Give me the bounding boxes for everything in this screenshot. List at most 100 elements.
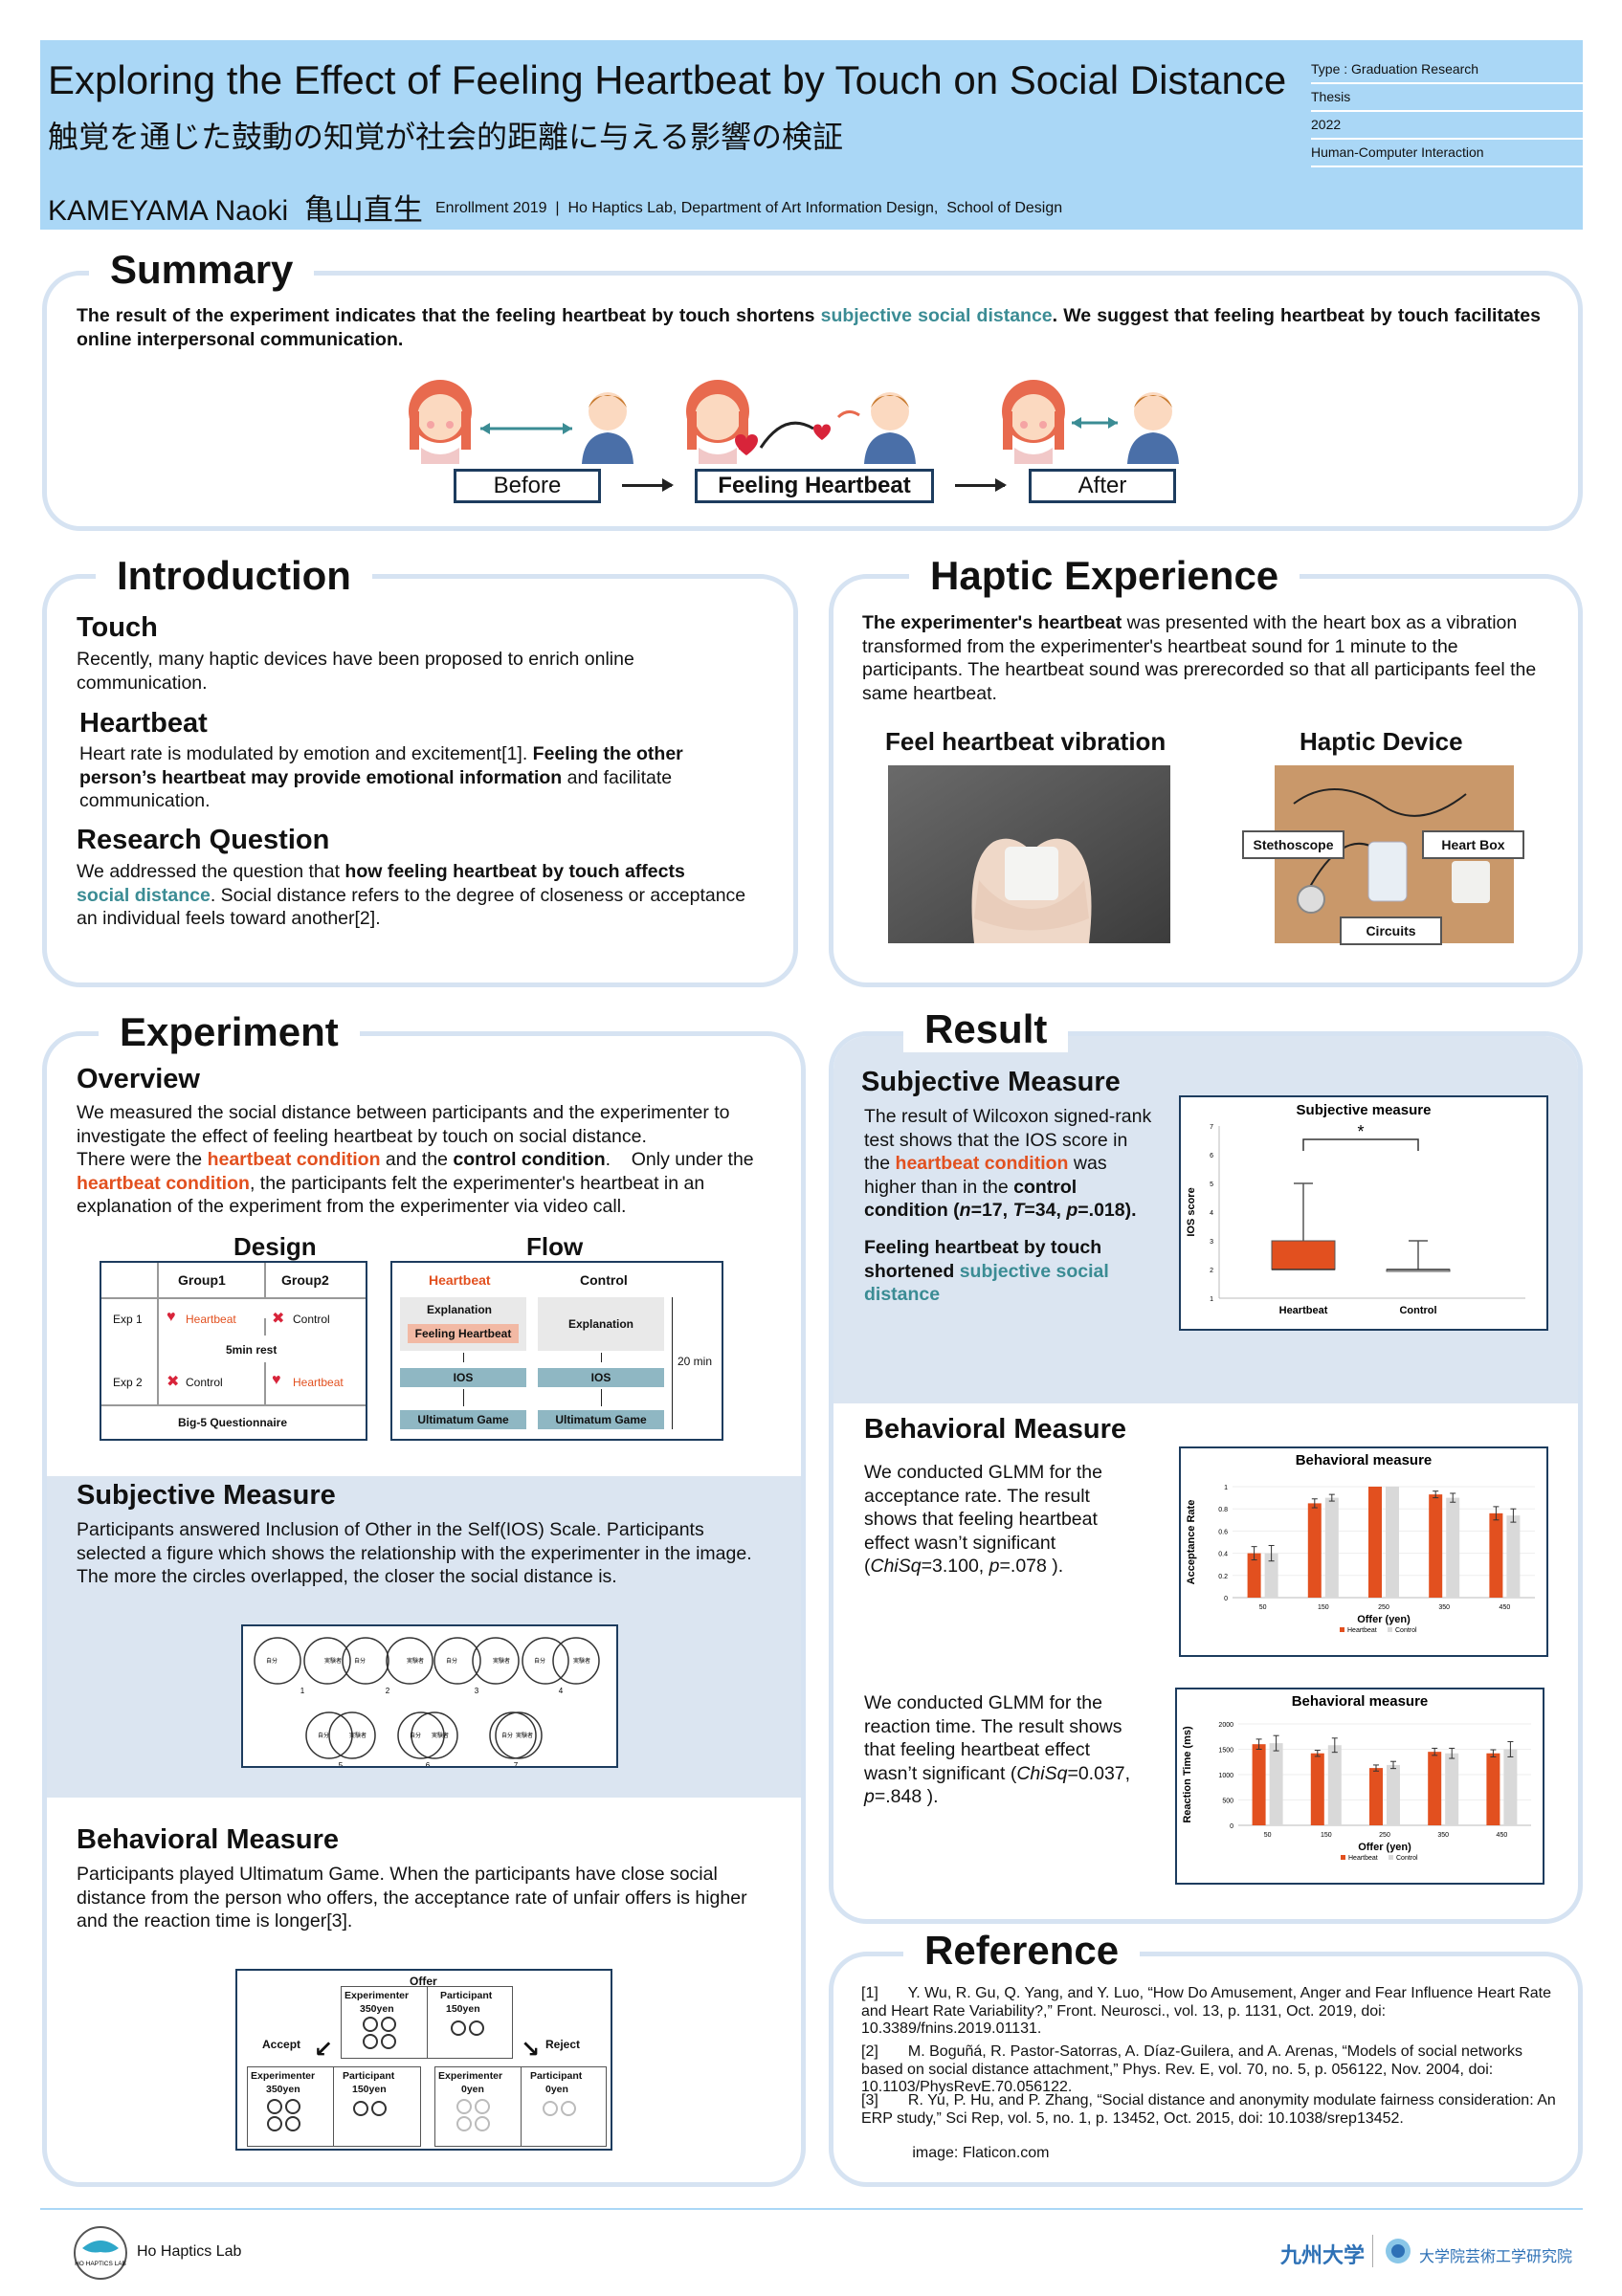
- ios-circle-other: [328, 1711, 376, 1759]
- significance-marker: *: [1357, 1122, 1364, 1141]
- ios-circle-other: [411, 1711, 458, 1759]
- research-question-text: We addressed the question that how feeli…: [77, 861, 746, 929]
- haptic-title: Haptic Experience: [909, 553, 1300, 599]
- x-tick-label: Heartbeat: [1279, 1305, 1328, 1316]
- ios-label-self: 自分: [266, 1657, 278, 1665]
- legend-swatch: [1388, 1627, 1392, 1632]
- step-before: Before: [454, 469, 601, 503]
- ultimatum-game-figure: Offer Experimenter 350yen Participant 15…: [235, 1969, 612, 2151]
- ios-label-other: 実験者: [349, 1732, 367, 1739]
- ios-label-self: 自分: [534, 1657, 545, 1665]
- ios-label-other: 実験者: [493, 1657, 510, 1665]
- x-tick-label: 450: [1500, 1604, 1511, 1611]
- y-tick-label: 500: [1222, 1799, 1233, 1805]
- y-axis-label: Acceptance Rate: [1186, 1500, 1197, 1585]
- y-tick-label: 1000: [1218, 1773, 1233, 1779]
- ios-circle-other: [386, 1637, 433, 1685]
- x-tick-label: 250: [1379, 1832, 1390, 1839]
- x-axis-label: Offer (yen): [1358, 1842, 1411, 1853]
- bar-control: [1503, 1749, 1518, 1825]
- legend-swatch: [1389, 1855, 1393, 1860]
- school-logo-icon: [1386, 2239, 1411, 2263]
- y-tick-label: 0.6: [1218, 1529, 1228, 1535]
- bar-heartbeat: [1247, 1553, 1261, 1598]
- bar-heartbeat: [1429, 1494, 1443, 1598]
- label-circuits: Circuits: [1340, 916, 1442, 945]
- crossed-heart-icon: ✖: [272, 1311, 285, 1327]
- reference-item-1: [1] Y. Wu, R. Gu, Q. Yang, and Y. Luo, “…: [861, 1985, 1556, 2037]
- bar-control: [1386, 1487, 1399, 1598]
- heart-icon: ♥: [272, 1372, 281, 1388]
- step-after: After: [1029, 469, 1176, 503]
- x-tick-label: 250: [1378, 1604, 1389, 1611]
- svg-text:HO HAPTICS LAB: HO HAPTICS LAB: [75, 2261, 126, 2267]
- y-tick-label: 0.2: [1218, 1574, 1228, 1580]
- y-tick-label: 7: [1210, 1124, 1213, 1131]
- x-tick-label: 50: [1259, 1604, 1267, 1611]
- flow-diagram: Heartbeat Control Explanation Feeling He…: [390, 1261, 723, 1441]
- coins-icon: [451, 2020, 484, 2036]
- ios-number: 6: [426, 1761, 431, 1766]
- arrow-right-icon: [955, 478, 1007, 492]
- y-tick-label: 2: [1210, 1268, 1213, 1274]
- bar-heartbeat: [1310, 1753, 1324, 1825]
- author-ja: 亀山直生: [303, 193, 423, 228]
- meta-field: Human-Computer Interaction: [1311, 141, 1584, 167]
- ios-number: 4: [559, 1687, 564, 1695]
- box-heartbeat: [1271, 1240, 1336, 1270]
- ios-label-self: 自分: [501, 1732, 513, 1739]
- ios-circle-other: [552, 1637, 600, 1685]
- boy-icon-1: [582, 392, 633, 464]
- girl-icon-3: [1002, 380, 1065, 464]
- step-feeling: Feeling Heartbeat: [695, 469, 934, 503]
- ios-label-other: 実験者: [516, 1732, 533, 1739]
- y-axis-label: IOS score: [1186, 1187, 1197, 1236]
- heart-icon: ♥: [167, 1309, 176, 1325]
- overview-text: We measured the social distance between …: [77, 1102, 760, 1217]
- bar-control: [1269, 1743, 1283, 1825]
- school-name: 大学院芸術工学研究院: [1419, 2247, 1573, 2265]
- legend-label: Control: [1395, 1627, 1417, 1634]
- meta-year: 2022: [1311, 113, 1584, 140]
- experiment-behavioral-title: Behavioral Measure: [77, 1824, 340, 1855]
- haptic-text: The experimenter's heartbeat was present…: [862, 612, 1537, 704]
- ios-number: 7: [514, 1761, 519, 1766]
- label-heart-box: Heart Box: [1422, 830, 1524, 859]
- introduction-panel: [42, 574, 798, 987]
- y-tick-label: 6: [1210, 1153, 1213, 1159]
- result-title: Result: [903, 1006, 1069, 1052]
- coins-icon: [267, 2099, 300, 2131]
- title-japanese: 触覚を通じた鼓動の知覚が社会的距離に与える影響の検証: [48, 119, 844, 155]
- x-tick-label: 350: [1437, 1832, 1449, 1839]
- ios-label-other: 実験者: [407, 1657, 424, 1665]
- ios-circle-self: [397, 1711, 445, 1759]
- bar-heartbeat: [1252, 1744, 1266, 1825]
- design-table: Group1 Group2 Exp 1 Exp 2 ♥ Heartbeat ✖ …: [100, 1261, 367, 1441]
- heartbeat-text: Heart rate is modulated by emotion and e…: [79, 743, 683, 811]
- y-tick-label: 3: [1210, 1239, 1213, 1246]
- coins-faded-icon: [456, 2099, 490, 2131]
- overview-title: Overview: [77, 1064, 200, 1094]
- lab-logo-icon: HO HAPTICS LAB: [74, 2226, 127, 2280]
- bar-heartbeat: [1369, 1768, 1383, 1825]
- ios-label-self: 自分: [446, 1657, 457, 1665]
- summary-title: Summary: [89, 247, 315, 293]
- bar-control: [1506, 1515, 1521, 1598]
- ios-label-other: 実験者: [324, 1657, 342, 1665]
- header-banner: [40, 40, 1583, 230]
- x-tick-label: 450: [1497, 1832, 1508, 1839]
- x-tick-label: 350: [1438, 1604, 1450, 1611]
- affiliation: Enrollment 2019 | Ho Haptics Lab, Depart…: [435, 200, 1063, 216]
- girl-icon-2: [686, 380, 758, 464]
- arrow-right-icon: [622, 478, 674, 492]
- y-tick-label: 5: [1210, 1181, 1213, 1188]
- significance-bracket: [1302, 1138, 1419, 1151]
- meta-thesis: Thesis: [1311, 85, 1584, 112]
- ios-number: 1: [300, 1687, 305, 1695]
- ios-number: 2: [386, 1687, 390, 1695]
- title-english: Exploring the Effect of Feeling Heartbea…: [48, 57, 1287, 102]
- photo-hands-heartbox: [888, 765, 1170, 943]
- experiment-subjective-text: Participants answered Inclusion of Other…: [77, 1519, 752, 1587]
- label-stethoscope: Stethoscope: [1242, 830, 1344, 859]
